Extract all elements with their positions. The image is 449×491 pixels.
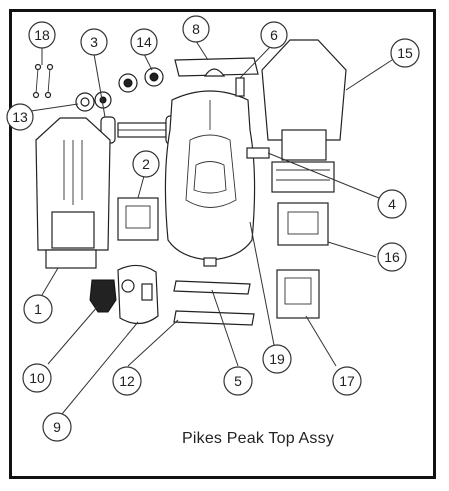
callout-8-label: 8 — [192, 21, 200, 37]
callout-15-label: 15 — [397, 45, 413, 61]
part-body-shell — [164, 90, 256, 267]
callout-9-label: 9 — [53, 419, 61, 435]
callout-15: 15 — [390, 38, 420, 68]
callout-14: 14 — [130, 28, 158, 56]
part-bracket — [89, 279, 117, 313]
part-small-plate-right — [276, 269, 320, 319]
part-figure — [117, 264, 159, 325]
callout-1-label: 1 — [34, 301, 42, 317]
callout-13-label: 13 — [12, 109, 28, 125]
callout-14-label: 14 — [136, 34, 152, 50]
part-pins — [32, 63, 54, 99]
part-block — [246, 147, 270, 159]
callout-3: 3 — [80, 28, 108, 56]
callout-9: 9 — [42, 412, 72, 442]
callout-12-label: 12 — [119, 373, 135, 389]
callout-13: 13 — [6, 103, 34, 131]
callout-16: 16 — [377, 242, 407, 272]
leader-lines — [30, 40, 393, 415]
callout-3-label: 3 — [90, 34, 98, 50]
callout-10: 10 — [22, 363, 52, 393]
part-small-plate — [117, 197, 159, 241]
callout-18: 18 — [28, 21, 56, 49]
callout-2: 2 — [132, 150, 160, 178]
callout-12: 12 — [112, 366, 142, 396]
callout-17: 17 — [332, 366, 362, 396]
callout-18-label: 18 — [34, 27, 50, 43]
part-wing-lower — [173, 310, 255, 326]
callout-16-label: 16 — [384, 249, 400, 265]
part-post — [235, 77, 245, 97]
diagram-caption: Pikes Peak Top Assy — [182, 430, 335, 447]
callout-2-label: 2 — [142, 156, 150, 172]
callout-19-label: 19 — [269, 351, 285, 367]
part-wing-upper — [173, 280, 251, 295]
part-gear — [75, 91, 112, 112]
callout-5: 5 — [223, 366, 253, 396]
callout-17-label: 17 — [339, 373, 355, 389]
callout-10-label: 10 — [29, 370, 45, 386]
part-plate — [277, 202, 329, 246]
callout-19: 19 — [262, 344, 292, 374]
part-wheels — [118, 67, 164, 93]
callout-8: 8 — [182, 15, 210, 43]
part-chassis-left — [35, 117, 111, 269]
callout-4-label: 4 — [388, 196, 396, 212]
callout-4: 4 — [377, 189, 407, 219]
callout-5-label: 5 — [234, 373, 242, 389]
part-rear-wing — [174, 57, 259, 77]
callout-6: 6 — [260, 21, 288, 49]
part-chassis-right — [261, 39, 347, 193]
callout-6-label: 6 — [270, 27, 278, 43]
callout-1: 1 — [23, 294, 53, 324]
